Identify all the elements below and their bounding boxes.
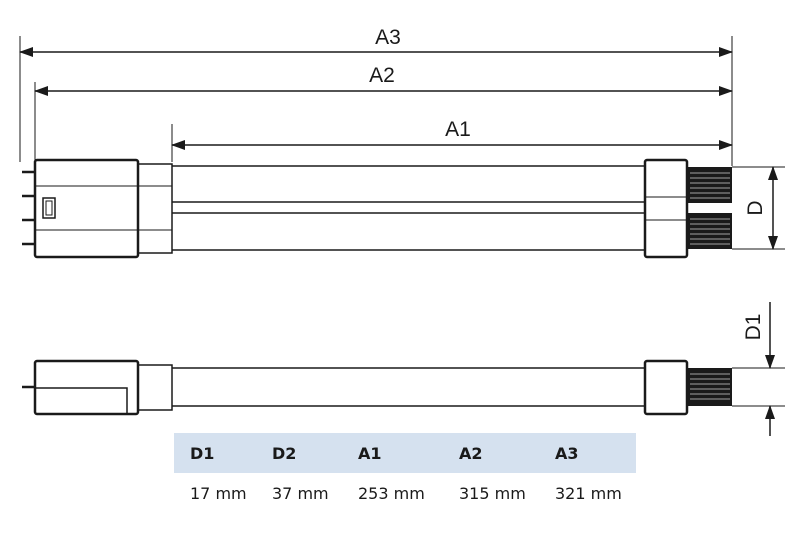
dimension-label-a2: A2 bbox=[369, 64, 395, 87]
table-header-cell: D1 bbox=[190, 443, 215, 463]
side-ribbed-tube-end bbox=[688, 368, 732, 406]
table-header-cell: A3 bbox=[555, 443, 579, 463]
side-lamp-end-cap bbox=[643, 359, 689, 416]
lamp-side-view bbox=[22, 359, 689, 416]
dimension-a2: A2 bbox=[34, 64, 733, 96]
dimension-d1: D1 bbox=[732, 302, 785, 436]
table-cell: 321 mm bbox=[555, 483, 622, 503]
table-row: 17 mm 37 mm 253 mm 315 mm 321 mm bbox=[174, 473, 636, 513]
table-cell: 17 mm bbox=[190, 483, 247, 503]
ribbed-tube-ends bbox=[688, 167, 732, 249]
extension-lines bbox=[19, 36, 733, 166]
base-pins bbox=[22, 170, 35, 246]
side-lamp-collar bbox=[137, 364, 173, 411]
table-header-cell: D2 bbox=[272, 443, 297, 463]
dimension-label-a3: A3 bbox=[375, 26, 401, 49]
dimension-label-d: D bbox=[744, 200, 767, 215]
lamp-collar bbox=[137, 163, 173, 254]
table-header-cell: A1 bbox=[358, 443, 382, 463]
dimension-a3: A3 bbox=[19, 26, 733, 57]
dimension-label-d1: D1 bbox=[742, 314, 765, 341]
table-header-cell: A2 bbox=[459, 443, 483, 463]
table-cell: 315 mm bbox=[459, 483, 526, 503]
table-cell: 37 mm bbox=[272, 483, 329, 503]
dimensions-table: D1 D2 A1 A2 A3 17 mm 37 mm 253 mm 315 mm… bbox=[174, 433, 636, 513]
lamp-tubes bbox=[172, 165, 645, 251]
dimension-label-a1: A1 bbox=[445, 118, 471, 141]
lamp-base bbox=[33, 158, 140, 259]
lamp-end-cap bbox=[643, 158, 689, 259]
dimension-d: D bbox=[732, 166, 785, 250]
dimension-a1: A1 bbox=[171, 118, 733, 150]
table-header-row: D1 D2 A1 A2 A3 bbox=[174, 433, 636, 473]
lamp-top-view bbox=[22, 158, 689, 259]
table-cell: 253 mm bbox=[358, 483, 425, 503]
base-latch bbox=[42, 197, 56, 219]
